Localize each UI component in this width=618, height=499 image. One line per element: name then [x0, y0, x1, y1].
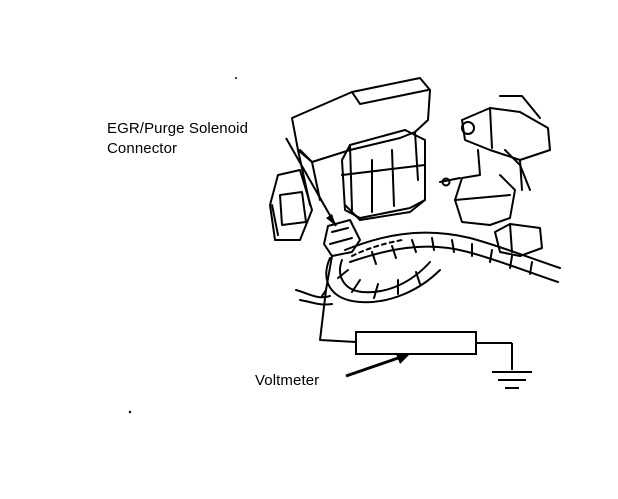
solenoid-connector	[323, 219, 361, 257]
solenoid-label-line1: EGR/Purge Solenoid	[107, 120, 249, 137]
connector-leader-arrow	[285, 137, 337, 227]
intake-housing	[291, 77, 431, 206]
voltmeter-leader-arrow	[345, 354, 410, 378]
solenoid-body	[341, 129, 426, 221]
solenoid-label-line2: Connector	[107, 140, 178, 157]
voltmeter-symbol	[355, 331, 513, 370]
voltmeter-label: Voltmeter	[255, 372, 320, 389]
scan-specks	[128, 77, 237, 414]
ground-icon	[492, 371, 532, 389]
probe-wire	[319, 255, 357, 343]
left-component	[269, 169, 313, 241]
right-assembly	[439, 95, 551, 257]
wiring-harness	[295, 231, 561, 306]
